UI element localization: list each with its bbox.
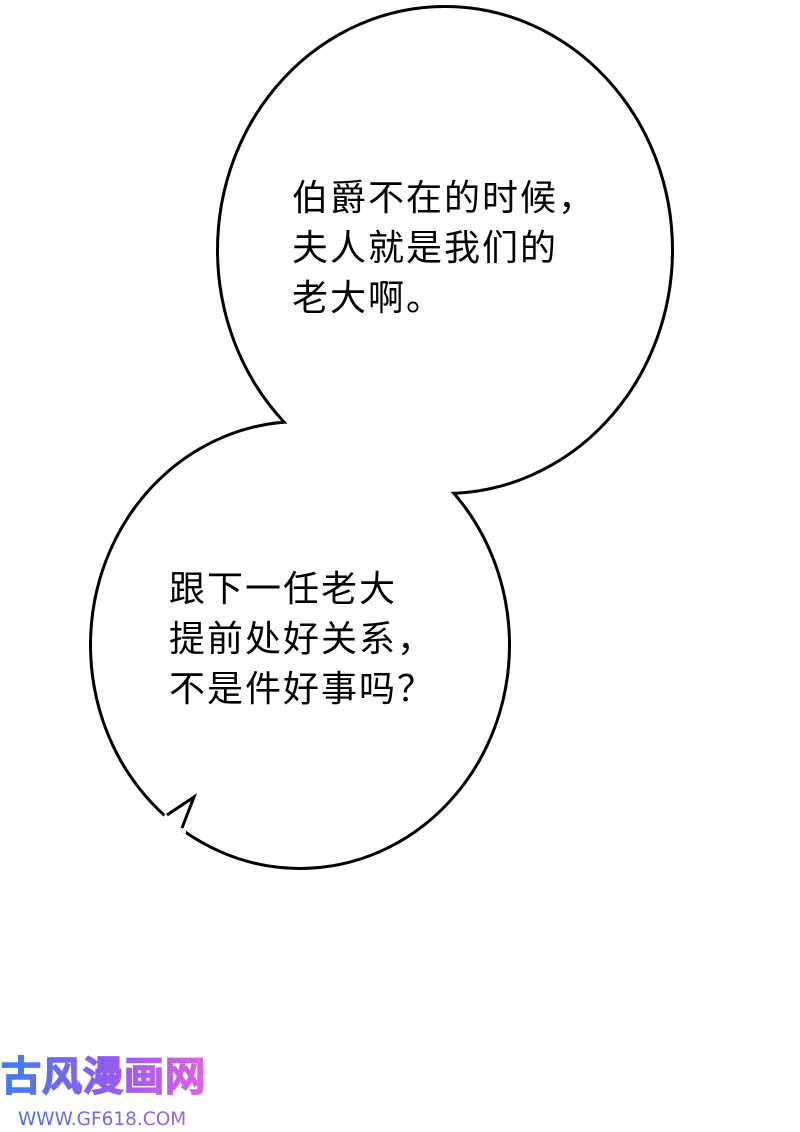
dialogue-line: 跟下一任老大	[169, 569, 398, 610]
speech-bubble-top-text: 伯爵不在的时候， 夫人就是我们的 老大啊。	[292, 174, 596, 324]
bubble-tail	[166, 793, 198, 829]
watermark-title: 古风漫画网	[0, 1053, 206, 1101]
watermark-url: WWW.GF618.COM	[18, 1109, 187, 1130]
dialogue-line: 提前处好关系，	[169, 619, 436, 660]
speech-bubble-bottom-text: 跟下一任老大 提前处好关系， 不是件好事吗？	[169, 565, 435, 715]
dialogue-line: 伯爵不在的时候，	[292, 178, 597, 219]
site-watermark: 古风漫画网 WWW.GF618.COM	[0, 1050, 215, 1132]
dialogue-line: 老大啊。	[292, 278, 445, 319]
dialogue-line: 夫人就是我们的	[292, 228, 559, 269]
dialogue-line: 不是件好事吗？	[169, 669, 436, 710]
